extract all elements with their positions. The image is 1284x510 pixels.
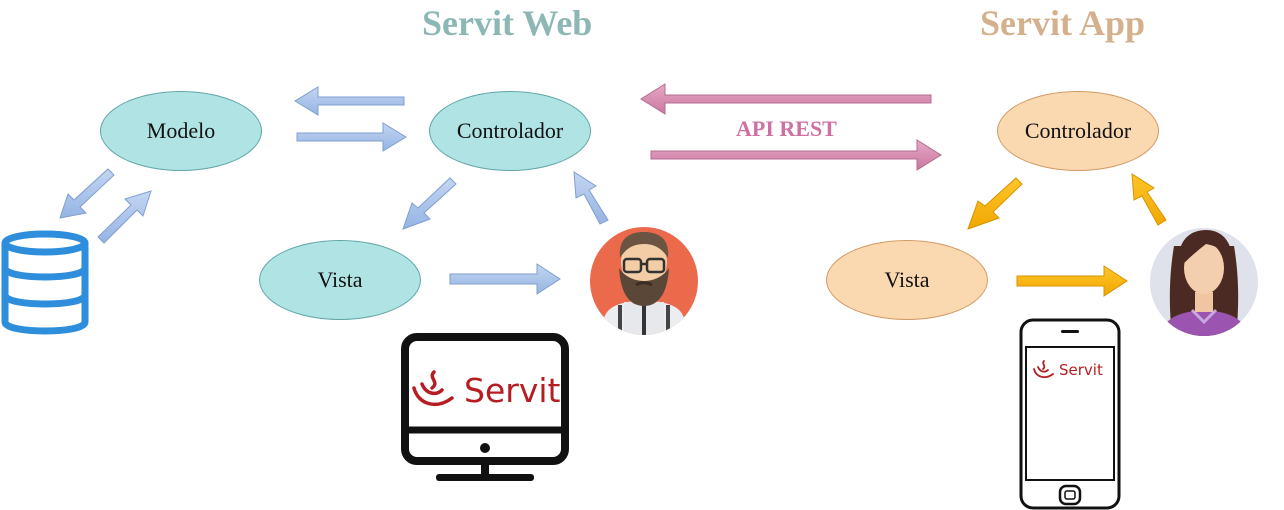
servit-app-title: Servit App — [980, 3, 1146, 43]
arrow-api-web-to-app — [650, 139, 942, 171]
database-icon — [1, 230, 89, 335]
app-controlador-node: Controlador — [997, 91, 1159, 171]
arrow-api-app-to-web — [640, 83, 932, 115]
arrow-controlador-to-vista — [402, 177, 457, 230]
web-modelo-node: Modelo — [100, 91, 262, 171]
arrow-modelo-to-controlador — [296, 122, 407, 152]
monitor-logo-text: Servit — [464, 371, 561, 410]
arrow-database-to-modelo — [97, 190, 152, 244]
web-vista-node: Vista — [259, 240, 421, 320]
smartphone-icon — [1019, 318, 1121, 510]
api-rest-label: API REST — [736, 116, 837, 141]
web-controlador-node: Controlador — [429, 91, 591, 171]
arrow-app-user-to-controlador — [1131, 173, 1167, 226]
phone-logo-icon — [1033, 360, 1054, 379]
arrow-app-controlador-to-vista — [967, 177, 1023, 230]
arrow-controlador-to-modelo — [294, 86, 405, 116]
arrow-user-to-controlador — [573, 171, 609, 225]
woman-avatar-icon — [1150, 228, 1258, 336]
phone-logo-text: Servit — [1059, 361, 1103, 379]
arrow-app-vista-to-user — [1016, 265, 1128, 297]
servit-web-title: Servit Web — [422, 3, 593, 43]
arrow-modelo-to-database — [59, 168, 115, 219]
man-avatar-icon — [590, 227, 698, 335]
monitor-icon — [401, 333, 569, 481]
app-vista-node: Vista — [826, 240, 988, 320]
monitor-logo-icon — [412, 370, 454, 407]
arrow-vista-to-user — [449, 263, 561, 295]
